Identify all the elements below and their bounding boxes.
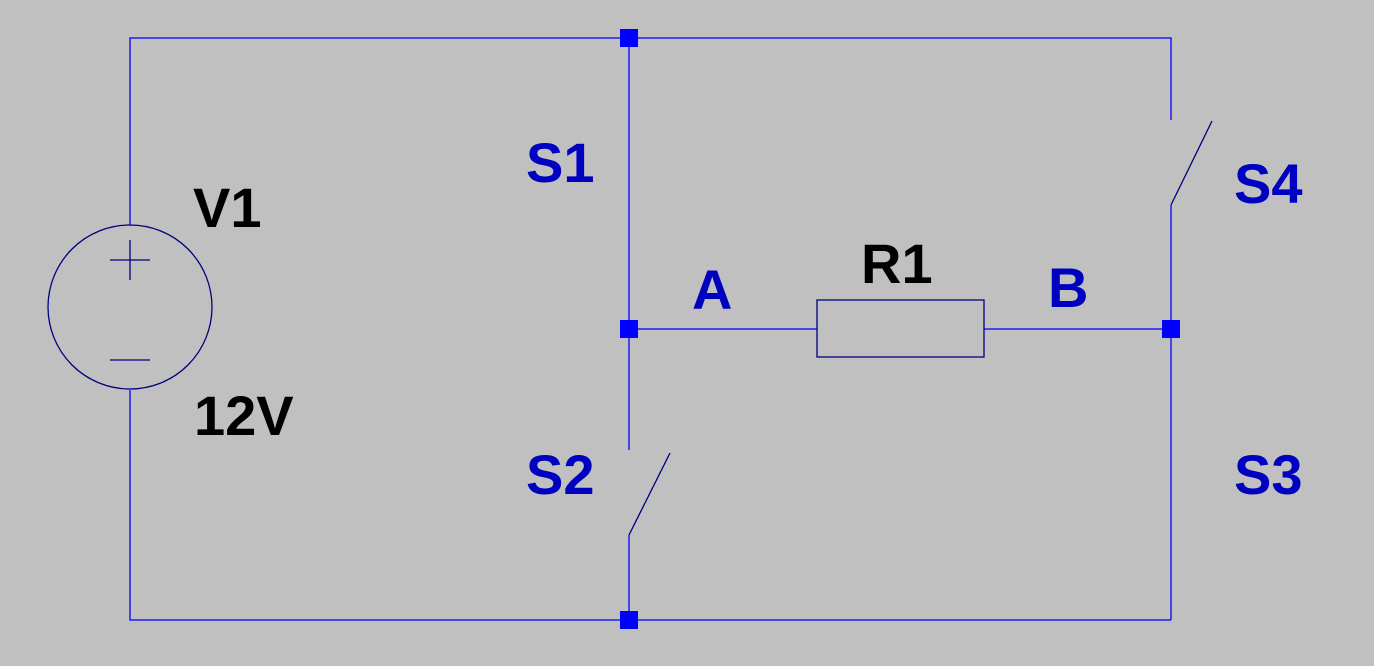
junction-nodes [620, 29, 1180, 629]
s4-label: S4 [1234, 152, 1303, 215]
s1-label: S1 [526, 131, 595, 194]
r1-name-label: R1 [861, 232, 933, 295]
switch-s2-blade-icon[interactable] [628, 452, 671, 536]
node-a-label: A [692, 258, 733, 321]
voltage-source-v1[interactable] [47, 224, 213, 390]
junction-bottom-icon[interactable] [620, 611, 638, 629]
junction-top-icon[interactable] [620, 29, 638, 47]
v1-name-label: V1 [193, 176, 262, 239]
switch-s4-blade-icon[interactable] [1170, 120, 1213, 206]
wires [129, 37, 1172, 621]
v1-value-label: 12V [194, 384, 294, 447]
voltage-source-icon [47, 224, 213, 390]
node-b-label: B [1048, 256, 1089, 319]
s2-label: S2 [526, 443, 595, 506]
wire-bottom[interactable] [129, 390, 1171, 621]
wire-left-top[interactable] [129, 37, 1172, 225]
switch-blades [628, 120, 1213, 536]
resistor-r1-icon[interactable] [816, 299, 985, 358]
s3-label: S3 [1234, 443, 1303, 506]
junction-a-icon[interactable] [620, 320, 638, 338]
junction-b-icon[interactable] [1162, 320, 1180, 338]
